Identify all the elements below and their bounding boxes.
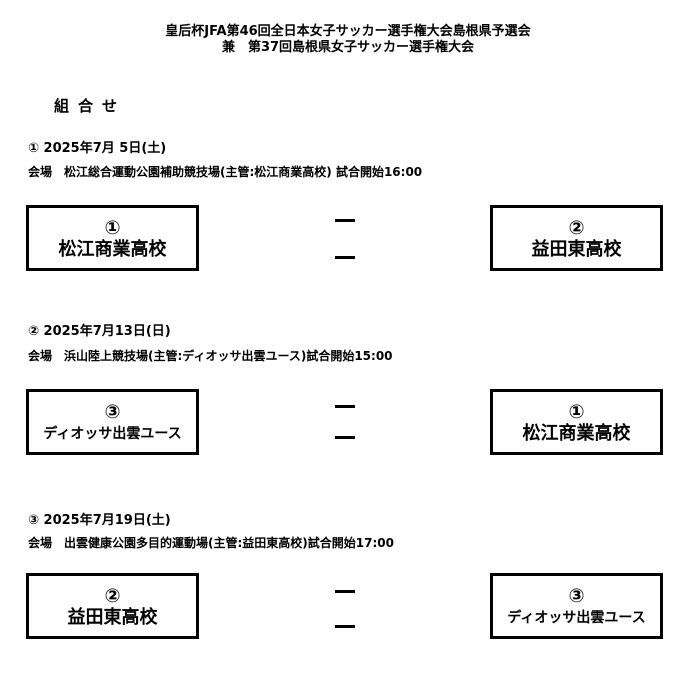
team-number: ①	[104, 217, 121, 239]
match-2-away-team: ① 松江商業高校	[490, 389, 663, 455]
team-name: 益田東高校	[67, 607, 158, 628]
match-1-away-team: ② 益田東高校	[490, 205, 663, 271]
team-name: ディオッサ出雲ユース	[43, 426, 182, 442]
team-number: ③	[104, 401, 121, 423]
team-number: ①	[568, 401, 585, 423]
match-2-score-dash-top	[335, 405, 355, 408]
section-heading: 組合せ	[54, 97, 127, 115]
title-line-2: 兼 第37回島根県女子サッカー選手権大会	[221, 40, 475, 55]
team-number: ②	[104, 585, 121, 607]
match-3-date: ③ 2025年7月19日(土)	[28, 513, 171, 528]
match-2-home-team: ③ ディオッサ出雲ユース	[26, 389, 199, 455]
team-name: 益田東高校	[531, 239, 622, 260]
match-1-venue: 会場 松江総合運動公園補助競技場(主管:松江商業高校) 試合開始16:00	[28, 165, 423, 179]
match-1-home-team: ① 松江商業高校	[26, 205, 199, 271]
match-3-home-team: ② 益田東高校	[26, 573, 199, 639]
match-2-date: ② 2025年7月13日(日)	[28, 324, 171, 339]
match-3-score-dash-bottom	[335, 625, 355, 628]
match-3-score-dash-top	[335, 590, 355, 593]
team-number: ③	[568, 585, 585, 607]
team-name: ディオッサ出雲ユース	[507, 610, 646, 626]
title-line-1: 皇后杯JFA第46回全日本女子サッカー選手権大会島根県予選会	[165, 24, 531, 39]
match-1-score-dash-bottom	[335, 256, 355, 259]
team-number: ②	[568, 217, 585, 239]
team-name: 松江商業高校	[522, 423, 631, 444]
team-name: 松江商業高校	[58, 239, 167, 260]
match-3-venue: 会場 出雲健康公園多目的運動場(主管:益田東高校)試合開始17:00	[28, 536, 394, 550]
match-2-venue: 会場 浜山陸上競技場(主管:ディオッサ出雲ユース)試合開始15:00	[28, 349, 393, 363]
match-2-score-dash-bottom	[335, 436, 355, 439]
match-3-away-team: ③ ディオッサ出雲ユース	[490, 573, 663, 639]
match-1-score-dash-top	[335, 219, 355, 222]
match-1-date: ① 2025年7月 5日(土)	[28, 141, 167, 156]
